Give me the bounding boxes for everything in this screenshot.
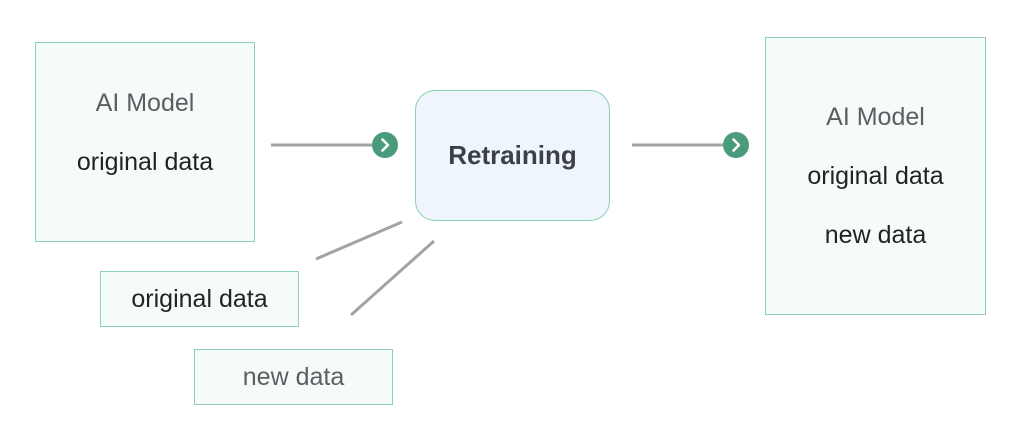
new-data-input-box: new data [194, 349, 393, 405]
connector-original-data-input [315, 220, 403, 261]
retraining-label: Retraining [448, 140, 577, 170]
chevron-right-icon [723, 132, 749, 158]
right-model-data-label: original data [807, 161, 944, 190]
new-data-input-label: new data [242, 362, 345, 391]
chevron-right-icon [372, 132, 398, 158]
retraining-box: Retraining [415, 90, 610, 221]
original-data-input-label: original data [131, 284, 268, 313]
original-data-input-box: original data [100, 271, 299, 327]
left-ai-model-box: AI Model original data [35, 42, 255, 242]
right-model-title: AI Model [826, 102, 925, 131]
connector-new-data-input [350, 239, 435, 317]
right-model-new-data-label: new data [824, 220, 927, 249]
left-model-data-label: original data [76, 148, 214, 176]
right-ai-model-box: AI Model original data new data [765, 37, 986, 315]
left-model-title: AI Model [95, 89, 195, 117]
